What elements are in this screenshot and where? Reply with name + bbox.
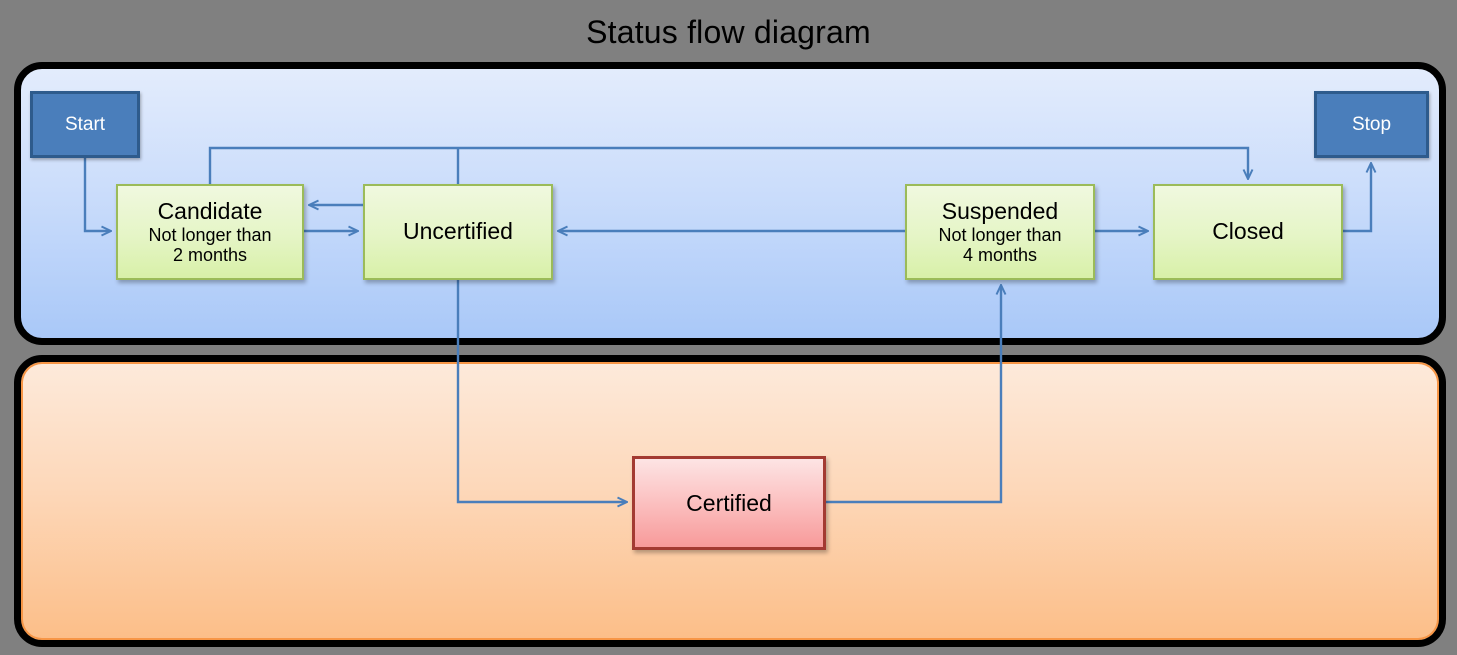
state-suspended-sub2: 4 months [962,244,1038,265]
terminator-stop[interactable]: Stop [1314,91,1429,158]
state-suspended-sub1: Not longer than [938,224,1062,245]
terminator-start[interactable]: Start [30,91,140,158]
state-candidate[interactable]: Candidate Not longer than 2 months [116,184,304,280]
state-suspended[interactable]: Suspended Not longer than 4 months [905,184,1095,280]
state-closed-title: Closed [1212,218,1284,245]
terminator-stop-label: Stop [1351,113,1392,135]
state-certified[interactable]: Certified [632,456,826,550]
state-closed[interactable]: Closed [1153,184,1343,280]
state-certified-title: Certified [686,489,772,516]
state-uncertified-title: Uncertified [403,218,513,245]
state-uncertified[interactable]: Uncertified [363,184,553,280]
terminator-start-label: Start [64,113,106,135]
state-suspended-title: Suspended [941,197,1059,224]
state-candidate-sub1: Not longer than [148,224,272,245]
state-candidate-title: Candidate [157,197,263,224]
page-title: Status flow diagram [586,14,871,50]
state-candidate-sub2: 2 months [172,244,248,265]
